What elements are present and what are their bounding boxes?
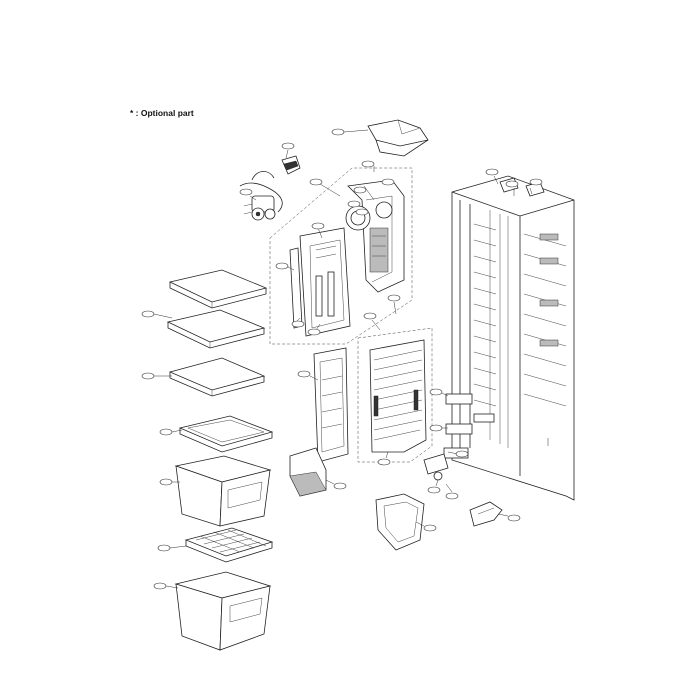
evaporator	[357, 327, 433, 463]
crisper-cover	[178, 415, 274, 453]
cabinet-plug	[423, 453, 449, 481]
shelf-3	[168, 357, 266, 397]
wire-basket	[184, 527, 274, 563]
optional-part-note: * : Optional part	[130, 108, 194, 118]
shelf-2	[166, 309, 266, 349]
crisper-drawer-1	[174, 455, 272, 527]
water-valve	[239, 171, 283, 221]
ice-chute-cover	[367, 119, 429, 157]
leader-lines	[153, 129, 549, 589]
gasket-strip	[289, 247, 303, 329]
duct-panel	[299, 227, 351, 337]
part-callouts	[141, 128, 543, 590]
drain-tray	[375, 493, 425, 551]
refrigerator-cabinet	[451, 175, 575, 501]
small-bracket	[281, 155, 301, 175]
crisper-drawer-2	[174, 571, 272, 651]
evaporator-cover	[313, 347, 349, 463]
lower-duct	[289, 447, 327, 497]
ice-maker-housing	[345, 179, 405, 293]
hinge-bracket	[469, 501, 503, 527]
shelf-1	[168, 269, 268, 309]
